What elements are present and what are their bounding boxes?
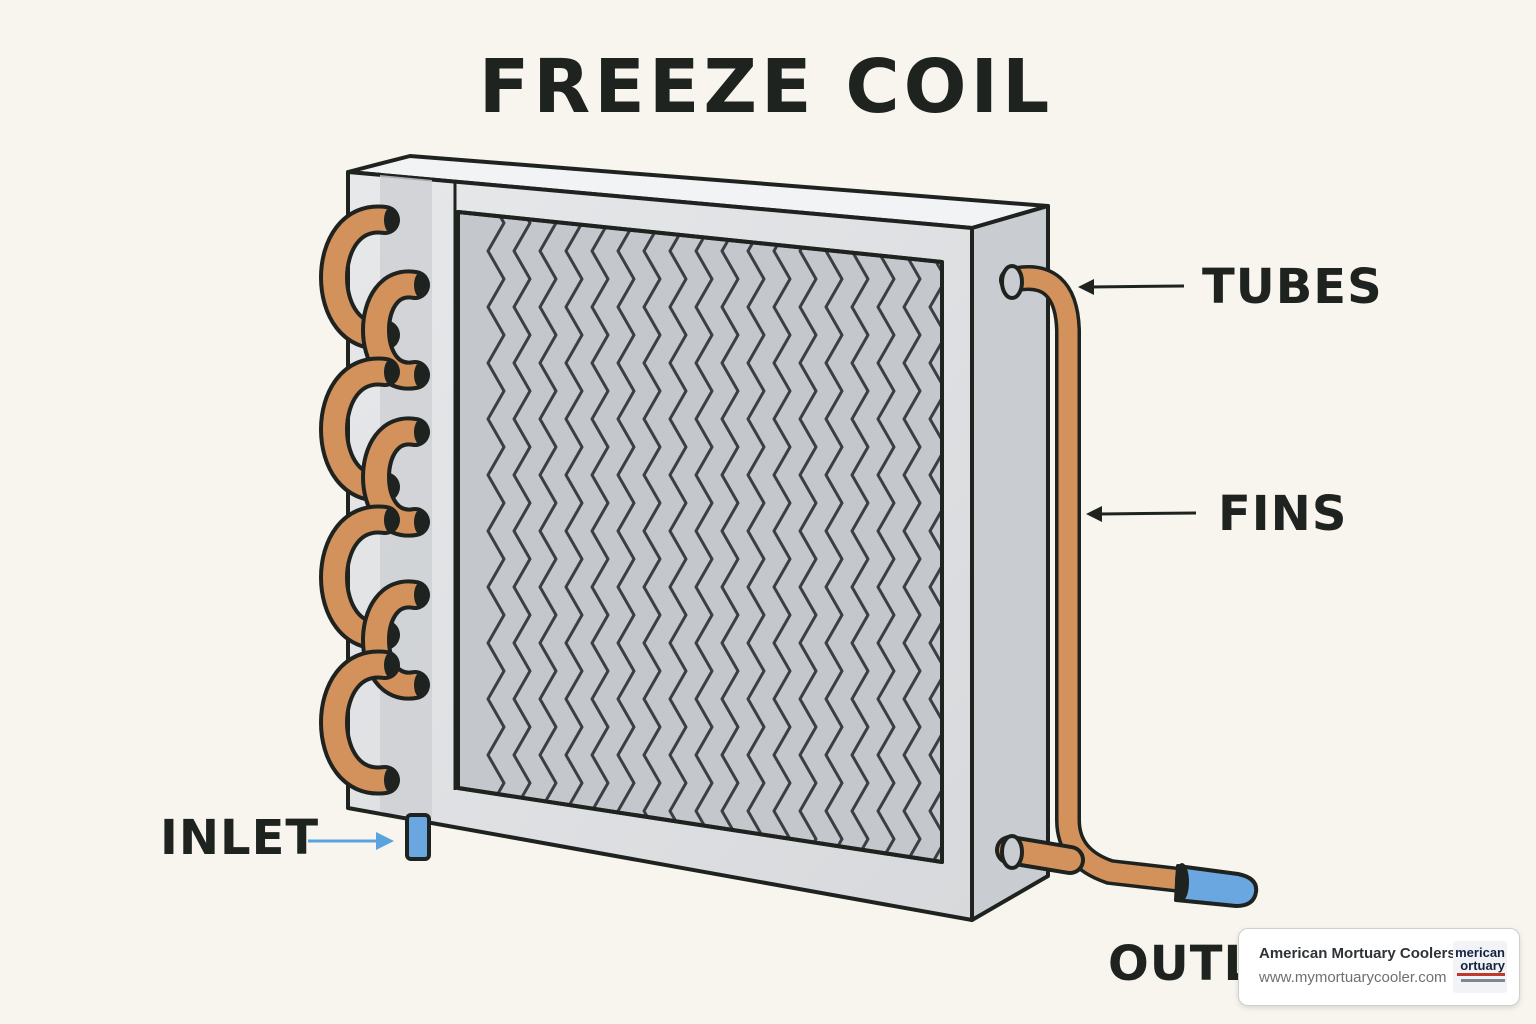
copper-bend (365, 583, 426, 697)
callout-inlet: INLET (160, 810, 394, 866)
tube-end (384, 359, 398, 385)
tube-end (384, 507, 398, 533)
fin-line (720, 212, 740, 862)
fin-line (616, 212, 636, 862)
fin-line (928, 212, 942, 862)
frame-right-face (970, 204, 1050, 922)
fins (486, 212, 942, 862)
tube-end (414, 362, 428, 388)
tube-end (384, 767, 398, 793)
label-inlet: INLET (160, 810, 319, 866)
tube-end (414, 582, 428, 608)
tube-end (414, 672, 428, 698)
top-tube-port (1000, 264, 1024, 300)
fin-line (668, 212, 688, 862)
badge-url: www.mymortuarycooler.com (1259, 969, 1447, 986)
inlet-stub (405, 813, 431, 861)
fin-line (772, 212, 792, 862)
bottom-tube-port (1000, 834, 1024, 870)
callout-tubes: TUBES (1078, 259, 1383, 315)
logo-text-line-2: ortuary (1460, 958, 1505, 973)
fin-line (694, 212, 714, 862)
fin-line (486, 212, 506, 862)
label-tubes: TUBES (1202, 259, 1383, 315)
label-outlet: OUTL (1108, 936, 1255, 992)
arrow-left-icon (1086, 506, 1102, 522)
tube-end (414, 272, 428, 298)
fin-line (798, 212, 818, 862)
american-mortuary-coolers-logo: merican ortuary (1453, 941, 1507, 993)
fin-line (850, 212, 870, 862)
tube-end (414, 509, 428, 535)
arrow-right-icon (376, 832, 394, 850)
tube-end (384, 207, 398, 233)
label-fins: FINS (1218, 486, 1347, 542)
fin-line (642, 212, 662, 862)
arrow-left-icon (1078, 279, 1094, 295)
tube-end (384, 652, 398, 678)
fin-line (902, 212, 922, 862)
outlet-cap (1174, 864, 1259, 908)
callout-fins: FINS (1086, 486, 1347, 542)
badge-company-name: American Mortuary Coolers (1259, 945, 1456, 962)
fin-line (746, 212, 766, 862)
fin-line (824, 212, 844, 862)
diagram-title: FREEZE COIL (479, 44, 1054, 130)
fin-line (538, 212, 558, 862)
fin-line (512, 212, 532, 862)
left-copper-bends (319, 204, 430, 796)
fin-line (590, 212, 610, 862)
watermark-badge: American Mortuary Coolers www.mymortuary… (1238, 928, 1520, 1006)
fin-line (876, 212, 896, 862)
right-copper-tube (995, 264, 1259, 908)
fin-window-border (456, 210, 944, 864)
copper-bend (323, 653, 396, 792)
tube-end (414, 419, 428, 445)
coil-body (346, 154, 1050, 922)
logo-text-line-1: merican (1455, 945, 1505, 960)
fin-line (564, 212, 584, 862)
